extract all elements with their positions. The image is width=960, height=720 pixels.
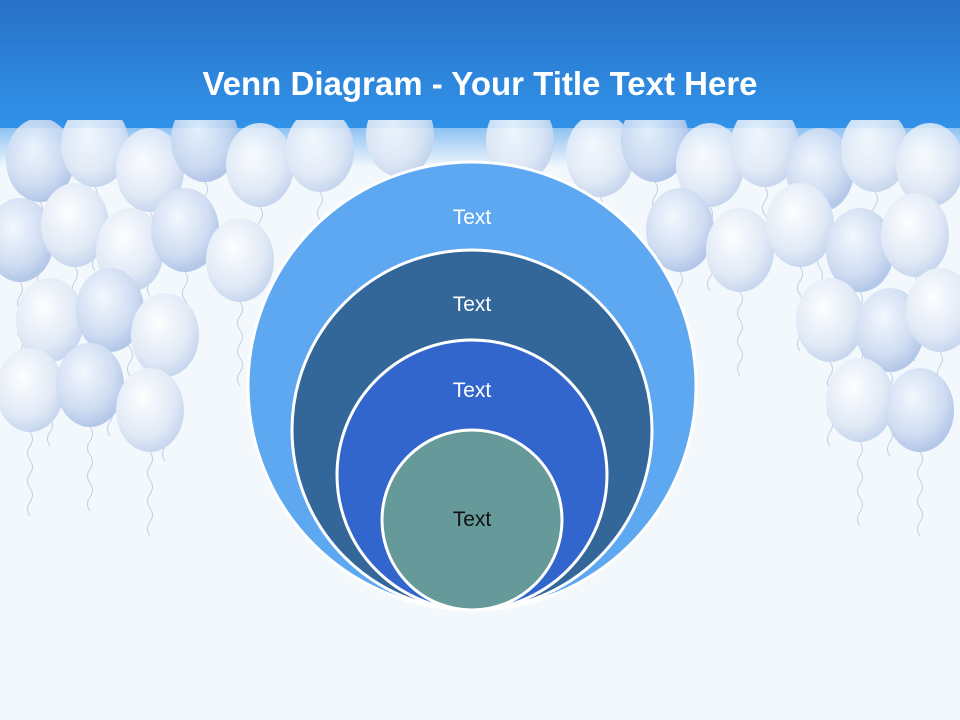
balloon-shape [131, 293, 199, 377]
balloon-string [917, 451, 923, 537]
venn-ring-2-label: Text [453, 293, 492, 316]
balloon-shape [286, 120, 354, 192]
balloon-shape [226, 123, 294, 207]
balloon-shape [61, 120, 129, 187]
balloon-shape [906, 268, 960, 352]
balloon-shape [171, 120, 239, 182]
balloon-shape [566, 120, 634, 197]
balloon-shape [621, 120, 689, 182]
balloon-shape [826, 208, 894, 292]
venn-center-shape [380, 428, 564, 612]
venn-ring-outer-label: Text [453, 206, 492, 229]
venn-center: Text [380, 428, 564, 612]
slide-title-rest: - Your Title Text Here [422, 65, 758, 103]
balloon-shape [796, 278, 864, 362]
balloon-shape [16, 278, 84, 362]
balloon-string [737, 291, 743, 377]
balloon-shape [116, 368, 184, 452]
balloon-shape [41, 183, 109, 267]
balloon-background [0, 120, 960, 537]
balloon-shape [646, 188, 714, 272]
balloon-shape [151, 188, 219, 272]
balloon-shape [6, 120, 74, 202]
balloon-shape [896, 123, 960, 207]
slide-title: Venn Diagram - Your Title Text Here [0, 62, 960, 106]
balloon-shape [886, 368, 954, 452]
balloon-shape [881, 193, 949, 277]
balloon-shape [731, 120, 799, 187]
balloon-string [857, 441, 863, 527]
balloon-shape [0, 348, 64, 432]
balloon-shape [676, 123, 744, 207]
balloon-string [87, 426, 93, 512]
balloon-shape [116, 128, 184, 212]
balloon-shape [826, 358, 894, 442]
balloon-shape [366, 120, 434, 177]
balloon-string [147, 451, 153, 537]
title-bar [0, 0, 960, 128]
balloon-shape [76, 268, 144, 352]
balloon-shape [0, 198, 54, 282]
balloon-shape [206, 218, 274, 302]
slide-title-bold: Venn Diagram [202, 65, 423, 103]
balloon-shape [841, 120, 909, 192]
balloon-shape [766, 183, 834, 267]
balloon-shape [706, 208, 774, 292]
venn-center-label: Text [453, 508, 492, 531]
balloon-string [27, 431, 33, 517]
venn-ring-3-label: Text [453, 379, 492, 402]
balloon-string [237, 301, 243, 387]
balloon-shape [56, 343, 124, 427]
